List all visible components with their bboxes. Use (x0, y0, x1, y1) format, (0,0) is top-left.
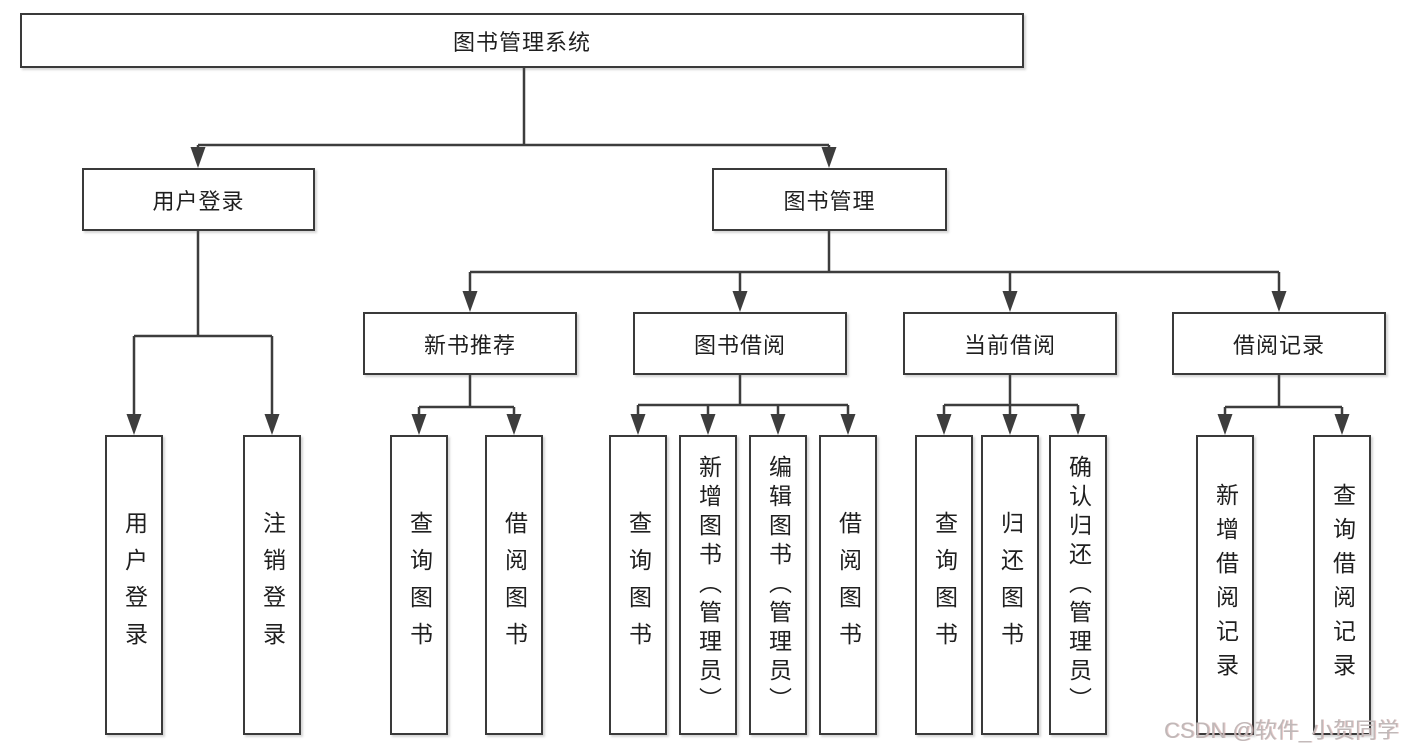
leaf-query-books-borrowing: 查询图书 (609, 435, 667, 735)
leaf-add-books-admin-label: 新增图书（管理员） (695, 454, 722, 716)
node-book-borrowing: 图书借阅 (633, 312, 847, 375)
leaf-query-books-current-label: 查询图书 (931, 511, 958, 659)
node-book-management-label: 图书管理 (783, 188, 876, 214)
leaf-user-login-label: 用户登录 (121, 511, 148, 659)
node-new-book-recommend: 新书推荐 (363, 312, 577, 375)
leaf-confirm-return-admin: 确认归还（管理员） (1049, 435, 1107, 735)
leaf-edit-books-admin: 编辑图书（管理员） (749, 435, 807, 735)
leaf-query-books-borrowing-label: 查询图书 (625, 511, 652, 659)
leaf-query-books-recommend: 查询图书 (390, 435, 448, 735)
leaf-query-borrow-record: 查询借阅记录 (1313, 435, 1371, 735)
leaf-query-borrow-record-label: 查询借阅记录 (1329, 483, 1356, 687)
leaf-add-borrow-record: 新增借阅记录 (1196, 435, 1254, 735)
node-new-book-recommend-label: 新书推荐 (423, 332, 516, 358)
node-root: 图书管理系统 (20, 13, 1024, 68)
leaf-query-books-current: 查询图书 (915, 435, 973, 735)
node-user-login: 用户登录 (82, 168, 315, 231)
leaf-logout: 注销登录 (243, 435, 301, 735)
leaf-edit-books-admin-label: 编辑图书（管理员） (765, 454, 792, 716)
leaf-add-borrow-record-label: 新增借阅记录 (1212, 483, 1239, 687)
leaf-return-books: 归还图书 (981, 435, 1039, 735)
leaf-borrow-books-recommend: 借阅图书 (485, 435, 543, 735)
node-root-label: 图书管理系统 (452, 29, 591, 55)
watermark: CSDN @软件_小贺同学 (1163, 718, 1399, 743)
node-current-borrowing-label: 当前借阅 (963, 332, 1056, 358)
leaf-confirm-return-admin-label: 确认归还（管理员） (1065, 454, 1092, 716)
leaf-query-books-recommend-label: 查询图书 (406, 511, 433, 659)
leaf-borrow-books-borrowing: 借阅图书 (819, 435, 877, 735)
node-current-borrowing: 当前借阅 (903, 312, 1117, 375)
leaf-user-login: 用户登录 (105, 435, 163, 735)
node-book-management: 图书管理 (712, 168, 947, 231)
leaf-borrow-books-recommend-label: 借阅图书 (501, 511, 528, 659)
node-user-login-label: 用户登录 (152, 188, 245, 214)
leaf-borrow-books-borrowing-label: 借阅图书 (835, 511, 862, 659)
node-book-borrowing-label: 图书借阅 (693, 332, 786, 358)
node-borrowing-records-label: 借阅记录 (1232, 332, 1325, 358)
leaf-add-books-admin: 新增图书（管理员） (679, 435, 737, 735)
node-borrowing-records: 借阅记录 (1172, 312, 1386, 375)
leaf-logout-label: 注销登录 (259, 511, 286, 659)
leaf-return-books-label: 归还图书 (997, 511, 1024, 659)
